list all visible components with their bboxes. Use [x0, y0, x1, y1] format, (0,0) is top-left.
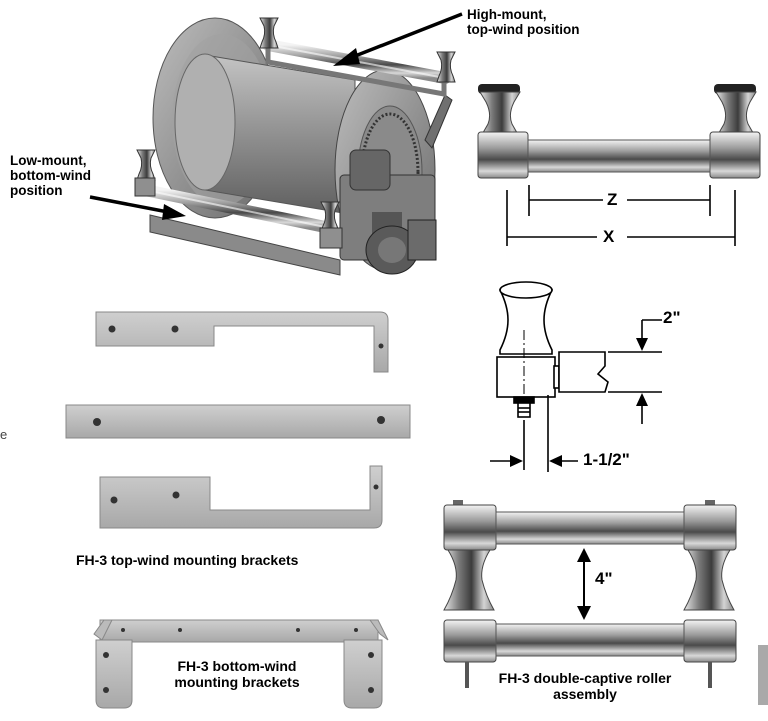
dimension-x-label: X: [600, 228, 618, 246]
roller-profile-drawing: [496, 281, 662, 472]
high-mount-label-line2: top-wind position: [467, 22, 580, 37]
low-mount-label: Low-mount, bottom-wind position: [10, 153, 91, 198]
stray-text: e: [0, 427, 8, 442]
single-roller-photo: [477, 84, 761, 179]
double-captive-caption: FH-3 double-captive roller assembly: [480, 670, 690, 702]
high-mount-label-line1: High-mount,: [467, 7, 547, 22]
top-wind-bracket-1: [95, 311, 389, 373]
bottom-wind-caption-line2: mounting brackets: [174, 674, 300, 690]
low-mount-arrow: [89, 195, 186, 220]
low-mount-label-line1: Low-mount,: [10, 153, 87, 168]
dimension-2-inch-arrows: [636, 319, 662, 424]
bottom-wind-bracket: [93, 619, 389, 709]
low-mount-label-line3: position: [10, 183, 63, 198]
dimension-x-line: [506, 190, 736, 246]
dimension-4-inch-label: 4": [595, 569, 613, 588]
dimension-1-1-2-arrows: [490, 455, 578, 467]
dimension-z-label: Z: [604, 191, 621, 209]
dimension-4-inch-arrow: [577, 548, 591, 620]
top-wind-caption: FH-3 top-wind mounting brackets: [76, 552, 299, 568]
bottom-wind-caption-line1: FH-3 bottom-wind: [177, 658, 297, 674]
double-captive-caption-line1: FH-3 double-captive roller: [498, 670, 672, 686]
dimension-1-1-2-label: 1-1/2": [583, 450, 630, 469]
double-captive-roller-photo: [443, 500, 737, 688]
high-mount-label: High-mount, top-wind position: [467, 7, 579, 37]
low-mount-label-line2: bottom-wind: [10, 168, 91, 183]
bottom-wind-caption: FH-3 bottom-wind mounting brackets: [142, 658, 332, 690]
hose-reel-photo: [134, 17, 456, 276]
high-mount-arrow: [333, 12, 463, 66]
dimension-2-inch-label: 2": [663, 308, 681, 327]
dimension-z-line: [528, 185, 711, 216]
double-captive-caption-line2: assembly: [553, 686, 617, 702]
top-wind-bracket-2: [65, 404, 411, 439]
top-wind-bracket-3: [99, 465, 383, 529]
edge-bar: [758, 645, 768, 705]
